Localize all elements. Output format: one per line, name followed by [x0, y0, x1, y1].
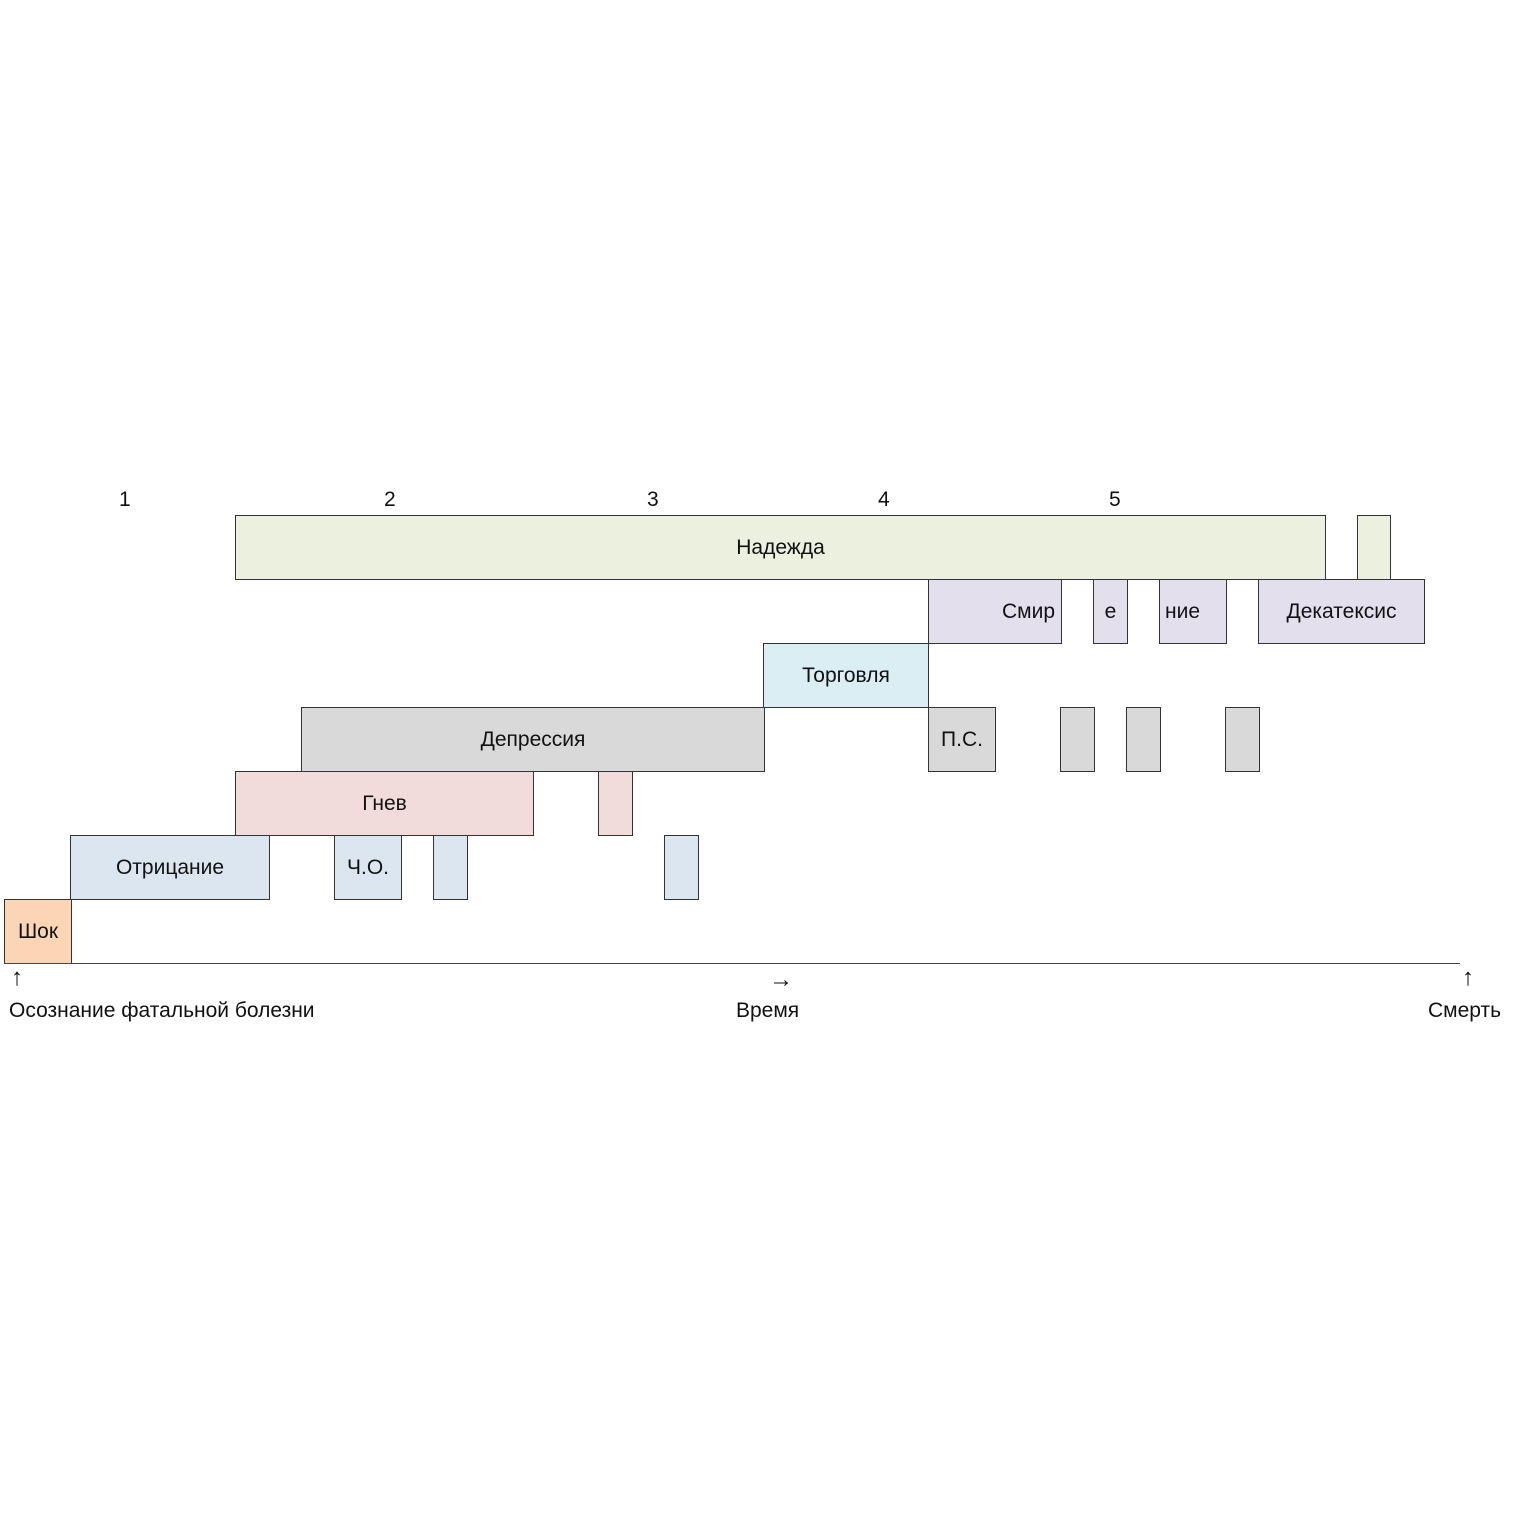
- depression-block-small-1: [1060, 707, 1095, 772]
- decathexis-block: Декатексис: [1258, 579, 1425, 644]
- bargaining-label: Торговля: [802, 663, 890, 687]
- acceptance-block-3: ние: [1159, 579, 1227, 644]
- shock-block: Шок: [4, 899, 72, 964]
- preparatory-sorrow-label: П.С.: [941, 727, 983, 751]
- stage-number-4: 4: [878, 488, 890, 511]
- denial-block-small-1: [433, 835, 468, 900]
- partial-denial-label: Ч.О.: [347, 855, 389, 879]
- denial-block-small-2: [664, 835, 699, 900]
- stage-number-1: 1: [119, 488, 131, 511]
- bargaining-block: Торговля: [763, 643, 929, 708]
- stage-number-2: 2: [384, 488, 396, 511]
- depression-block-small-3: [1225, 707, 1260, 772]
- stage-number-5: 5: [1109, 488, 1121, 511]
- denial-block: Отрицание: [70, 835, 270, 900]
- denial-label: Отрицание: [115, 855, 225, 879]
- anger-block: Гнев: [235, 771, 534, 836]
- shock-label: Шок: [17, 919, 59, 943]
- anger-label: Гнев: [362, 791, 407, 815]
- acceptance-label-2: е: [1104, 599, 1117, 623]
- up-arrow-icon-start: ↑: [11, 964, 23, 991]
- hope-block: Надежда: [235, 515, 1326, 580]
- preparatory-sorrow-block: П.С.: [928, 707, 996, 772]
- acceptance-block-2: е: [1093, 579, 1128, 644]
- right-arrow-icon: →: [769, 966, 793, 993]
- hope-block-small: [1357, 515, 1391, 580]
- depression-label: Депрессия: [480, 727, 586, 751]
- up-arrow-icon-end: ↑: [1462, 964, 1474, 991]
- acceptance-label-1: Смир: [1001, 599, 1055, 623]
- axis-middle-label: Время: [736, 999, 800, 1022]
- acceptance-block-1: Смир: [928, 579, 1062, 644]
- hope-label: Надежда: [736, 535, 825, 559]
- decathexis-label: Декатексис: [1286, 599, 1397, 623]
- time-axis-line: [4, 963, 1460, 964]
- stage-number-3: 3: [647, 488, 659, 511]
- anger-block-small: [598, 771, 633, 836]
- axis-start-label: Осознание фатальной болезни: [9, 999, 315, 1022]
- depression-block: Депрессия: [301, 707, 765, 772]
- axis-end-label: Смерть: [1428, 999, 1502, 1022]
- acceptance-label-3: ние: [1165, 599, 1201, 623]
- partial-denial-block: Ч.О.: [334, 835, 402, 900]
- depression-block-small-2: [1126, 707, 1161, 772]
